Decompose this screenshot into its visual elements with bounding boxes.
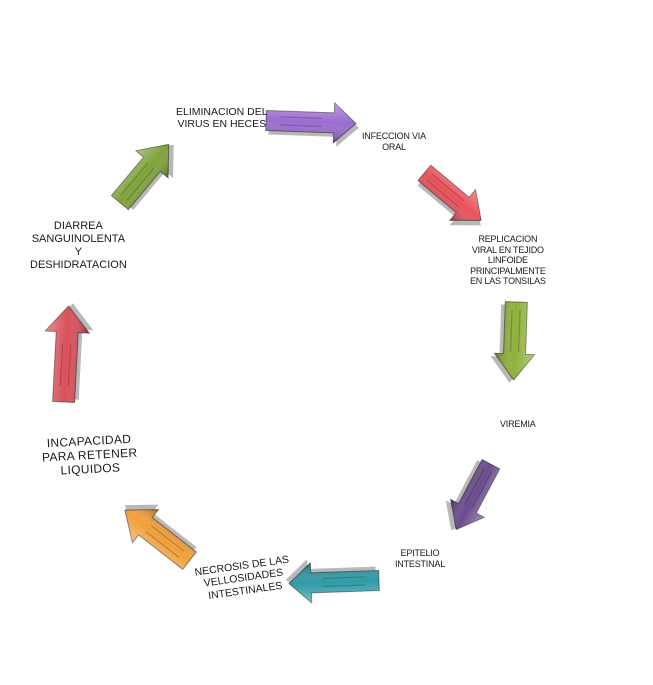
step-label-epitelio: EPITELIO INTESTINAL (395, 548, 446, 569)
arrow-purple-top (265, 101, 359, 147)
step-label-diarrea: DIARREA SANGUINOLENTA Y DESHIDRATACION (30, 220, 127, 271)
step-label-replicacion: REPLICACION VIRAL EN TEJIDO LINFOIDE PRI… (470, 234, 546, 287)
step-label-infeccion: INFECCION VIA ORAL (362, 131, 426, 152)
arrow-green-upper-left (110, 143, 174, 211)
step-label-incapacidad: INCAPACIDAD PARA RETENER LIQUIDOS (41, 431, 138, 478)
arrow-red-left (44, 303, 94, 404)
arrow-red-upper-right (417, 164, 482, 226)
arrow-orange-lower-left (124, 504, 197, 570)
arrow-green-right (490, 301, 536, 383)
step-label-viremia: VIREMIA (500, 419, 536, 429)
step-label-eliminacion: ELIMINACION DEL VIRUS EN HECES (176, 106, 268, 131)
arrow-teal-bottom (285, 558, 380, 604)
arrow-purple-lower-right (445, 458, 501, 531)
